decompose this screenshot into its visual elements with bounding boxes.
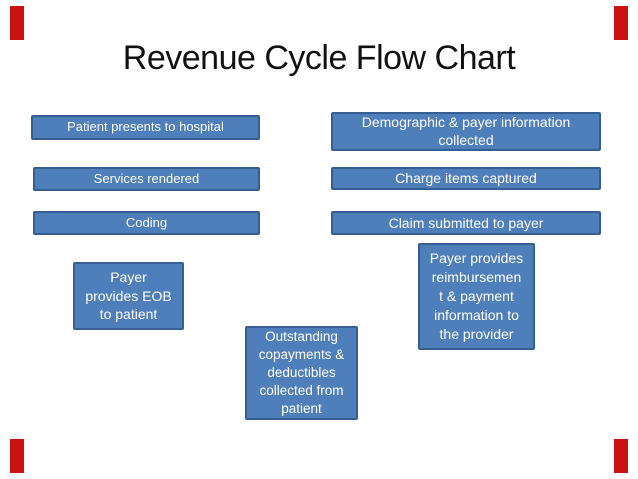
flow-box-demographic-payer-info: Demographic & payer information collecte… [331,112,601,151]
corner-accent-bar-top-right [614,6,628,40]
flow-box-label: Claim submitted to payer [388,214,544,231]
flow-box-label: Patient presents to hospital [67,119,224,135]
corner-accent-bar-top-left [10,6,24,40]
flow-box-label: Payer provides reimbursemen t & payment … [429,250,524,342]
corner-accent-bar-bottom-right [614,439,628,473]
corner-accent-bar-bottom-left [10,439,24,473]
flow-box-outstanding-copayments: Outstanding copayments & deductibles col… [245,326,358,420]
flow-box-coding: Coding [33,211,260,235]
flow-box-label: Services rendered [93,170,200,186]
slide-title: Revenue Cycle Flow Chart [122,39,516,77]
flow-box-label: Charge items captured [395,170,537,187]
flow-box-payer-eob: Payer provides EOB to patient [73,262,184,330]
flow-box-payer-reimbursement: Payer provides reimbursemen t & payment … [418,243,535,350]
flow-box-label: Outstanding copayments & deductibles col… [258,329,345,416]
flow-box-charge-items: Charge items captured [331,167,601,190]
flow-box-label: Demographic & payer information collecte… [361,114,571,148]
flow-box-label: Payer provides EOB to patient [85,268,172,323]
flow-box-patient-presents: Patient presents to hospital [31,115,260,140]
flow-box-label: Coding [125,214,168,230]
flow-box-services-rendered: Services rendered [33,167,260,191]
flow-box-claim-submitted: Claim submitted to payer [331,211,601,235]
